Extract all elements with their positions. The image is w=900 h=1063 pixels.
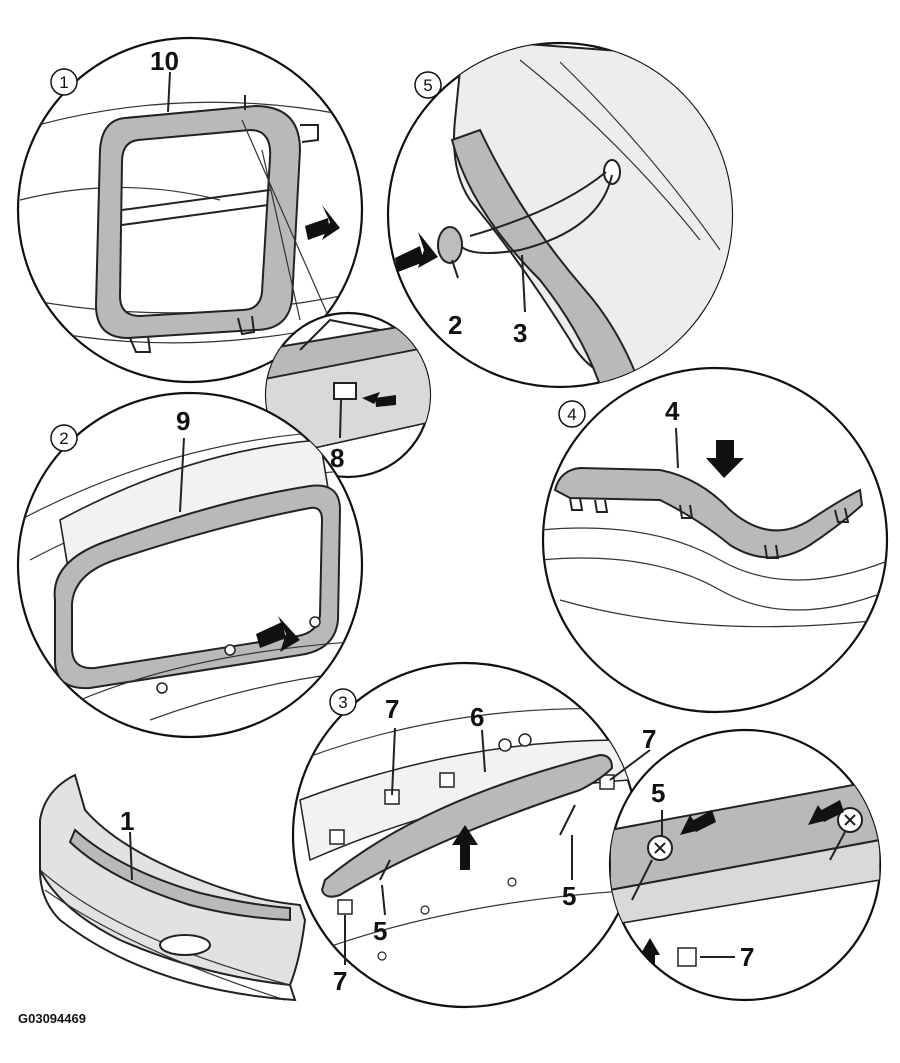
- insert-arrow-zoom-right: [808, 800, 844, 825]
- label-part-7-a: 7: [385, 694, 399, 724]
- insert-arrow-detail-1: [305, 205, 340, 240]
- label-part-9: 9: [176, 406, 190, 436]
- detail-number-5: 5: [414, 71, 442, 99]
- detail-5-view: [386, 41, 734, 389]
- detail-3-zoom: [608, 728, 882, 1002]
- label-part-10: 10: [150, 46, 179, 76]
- svg-text:3: 3: [338, 693, 347, 712]
- insert-arrow-detail-8: [362, 392, 396, 407]
- label-part-7-b: 7: [642, 724, 656, 754]
- grille-frame: [94, 104, 302, 340]
- label-part-2: 2: [448, 310, 462, 340]
- label-part-7-c: 7: [333, 966, 347, 996]
- label-part-8: 8: [330, 443, 344, 473]
- bumper-overview: [39, 773, 307, 1002]
- label-part-5-b: 5: [562, 881, 576, 911]
- seal-frame: [53, 484, 342, 690]
- svg-text:5: 5: [423, 76, 432, 95]
- screw-right: [829, 807, 863, 861]
- clip-part: [333, 382, 357, 400]
- cable-strap: [459, 174, 613, 254]
- insert-arrow-detail-2: [256, 616, 300, 652]
- svg-text:4: 4: [567, 405, 576, 424]
- label-part-4: 4: [665, 396, 680, 426]
- svg-text:2: 2: [59, 429, 68, 448]
- label-part-6: 6: [470, 702, 484, 732]
- label-part-3: 3: [513, 318, 527, 348]
- detail-2-view: [16, 391, 364, 739]
- label-part-5-c: 5: [651, 778, 665, 808]
- trim-strip: [553, 466, 864, 559]
- detail-4-view: [541, 366, 889, 714]
- detail-8-inset: [241, 119, 432, 479]
- insert-arrow-detail-5: [395, 232, 438, 272]
- air-guide: [320, 753, 614, 898]
- figure-code: G03094469: [18, 1011, 86, 1026]
- detail-number-1: 1: [50, 68, 78, 96]
- insert-arrow-detail-3: [452, 825, 478, 870]
- cap-part: [437, 226, 463, 264]
- detail-number-4: 4: [558, 400, 586, 428]
- label-part-1: 1: [120, 806, 134, 836]
- detail-3-view: [291, 661, 639, 1009]
- insert-arrow-detail-4: [706, 440, 744, 478]
- detail-1-view: [16, 36, 364, 384]
- insert-arrow-zoom-left: [680, 810, 716, 835]
- screw-left: [631, 835, 673, 901]
- detail-number-2: 2: [50, 424, 78, 452]
- front-bumper: [39, 773, 307, 987]
- svg-text:1: 1: [59, 73, 68, 92]
- label-part-7-d: 7: [740, 942, 754, 972]
- label-part-5-a: 5: [373, 916, 387, 946]
- detail-number-3: 3: [329, 688, 357, 716]
